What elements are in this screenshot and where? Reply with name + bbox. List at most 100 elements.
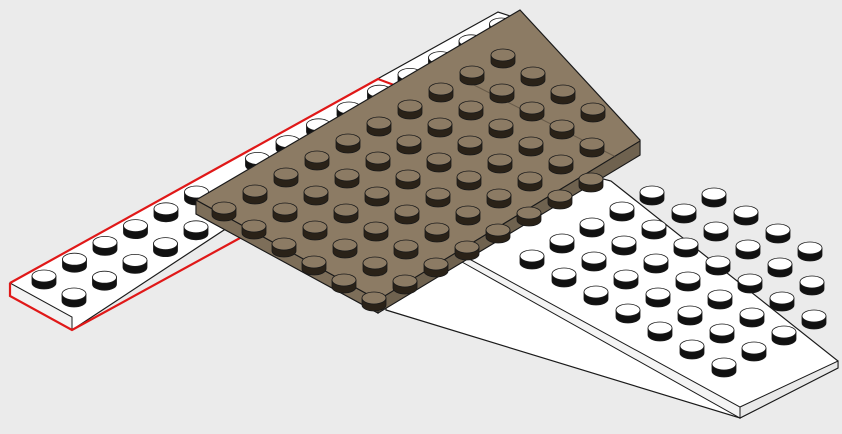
tan-stud [426,188,450,207]
tan-stud [490,84,514,103]
white-stud [640,186,664,205]
tan-stud [428,118,452,137]
white-stud [798,242,822,261]
white-stud [734,206,758,225]
white-stud [766,224,790,243]
tan-stud [212,202,236,221]
white-stud [648,322,672,341]
tan-stud [427,153,451,172]
tan-stud [362,292,386,311]
white-stud [614,270,638,289]
white-stud [644,254,668,273]
tan-stud [517,207,541,226]
tan-stud [548,190,572,209]
tan-stud [273,203,297,222]
white-stud [680,340,704,359]
white-stud [772,326,796,345]
tan-stud [366,152,390,171]
tan-stud [364,222,388,241]
tan-stud [242,220,266,239]
tan-stud [425,223,449,242]
white-stud [802,310,826,329]
white-stud [62,288,86,307]
white-stud [642,220,666,239]
white-stud [676,272,700,291]
white-stud [580,218,604,237]
white-stud [678,306,702,325]
tan-stud [305,151,329,170]
white-stud [63,253,87,272]
white-stud [702,188,726,207]
tan-stud [486,224,510,243]
white-stud [704,222,728,241]
white-stud [768,258,792,277]
white-stud [550,234,574,253]
white-stud [520,250,544,269]
white-stud [770,292,794,311]
tan-stud [274,168,298,187]
tan-stud [393,275,417,294]
white-stud [93,271,117,290]
tan-stud [488,154,512,173]
white-stud [708,290,732,309]
white-stud [584,286,608,305]
white-stud [154,238,178,257]
white-stud [552,268,576,287]
white-stud [738,274,762,293]
white-stud [123,254,147,273]
tan-stud [550,120,574,139]
tan-stud [429,83,453,102]
white-stud [93,236,117,255]
tan-stud [333,239,357,258]
tan-stud [459,101,483,120]
tan-stud [457,171,481,190]
tan-stud [396,170,420,189]
tan-stud [519,137,543,156]
tan-stud [394,240,418,259]
white-stud [154,203,178,222]
tan-stud [549,155,573,174]
white-stud [184,221,208,240]
tan-stud [272,238,296,257]
tan-stud [397,135,421,154]
tan-stud [395,205,419,224]
tan-stud [424,258,448,277]
tan-stud [460,66,484,85]
tan-stud [302,256,326,275]
white-stud [124,220,148,239]
tan-stud [551,85,575,104]
white-stud [742,342,766,361]
tan-stud [332,274,356,293]
white-stud [740,308,764,327]
tan-stud [487,189,511,208]
tan-stud [303,221,327,240]
white-stud [32,270,56,289]
white-stud [706,256,730,275]
tan-stud [518,172,542,191]
tan-stud [336,134,360,153]
white-stud [616,304,640,323]
white-stud [710,324,734,343]
tan-stud [489,119,513,138]
tan-stud [581,103,605,122]
tan-stud [243,185,267,204]
tan-stud [520,102,544,121]
tan-stud [456,206,480,225]
white-stud [712,358,736,377]
tan-stud [521,67,545,86]
tan-stud [363,257,387,276]
white-stud [582,252,606,271]
tan-stud [335,169,359,188]
white-stud [736,240,760,259]
tan-stud [365,187,389,206]
tan-stud [458,136,482,155]
white-stud [646,288,670,307]
white-stud [674,238,698,257]
tan-stud [334,204,358,223]
tan-stud [580,138,604,157]
white-stud [672,204,696,223]
tan-stud [455,241,479,260]
tan-stud [398,100,422,119]
